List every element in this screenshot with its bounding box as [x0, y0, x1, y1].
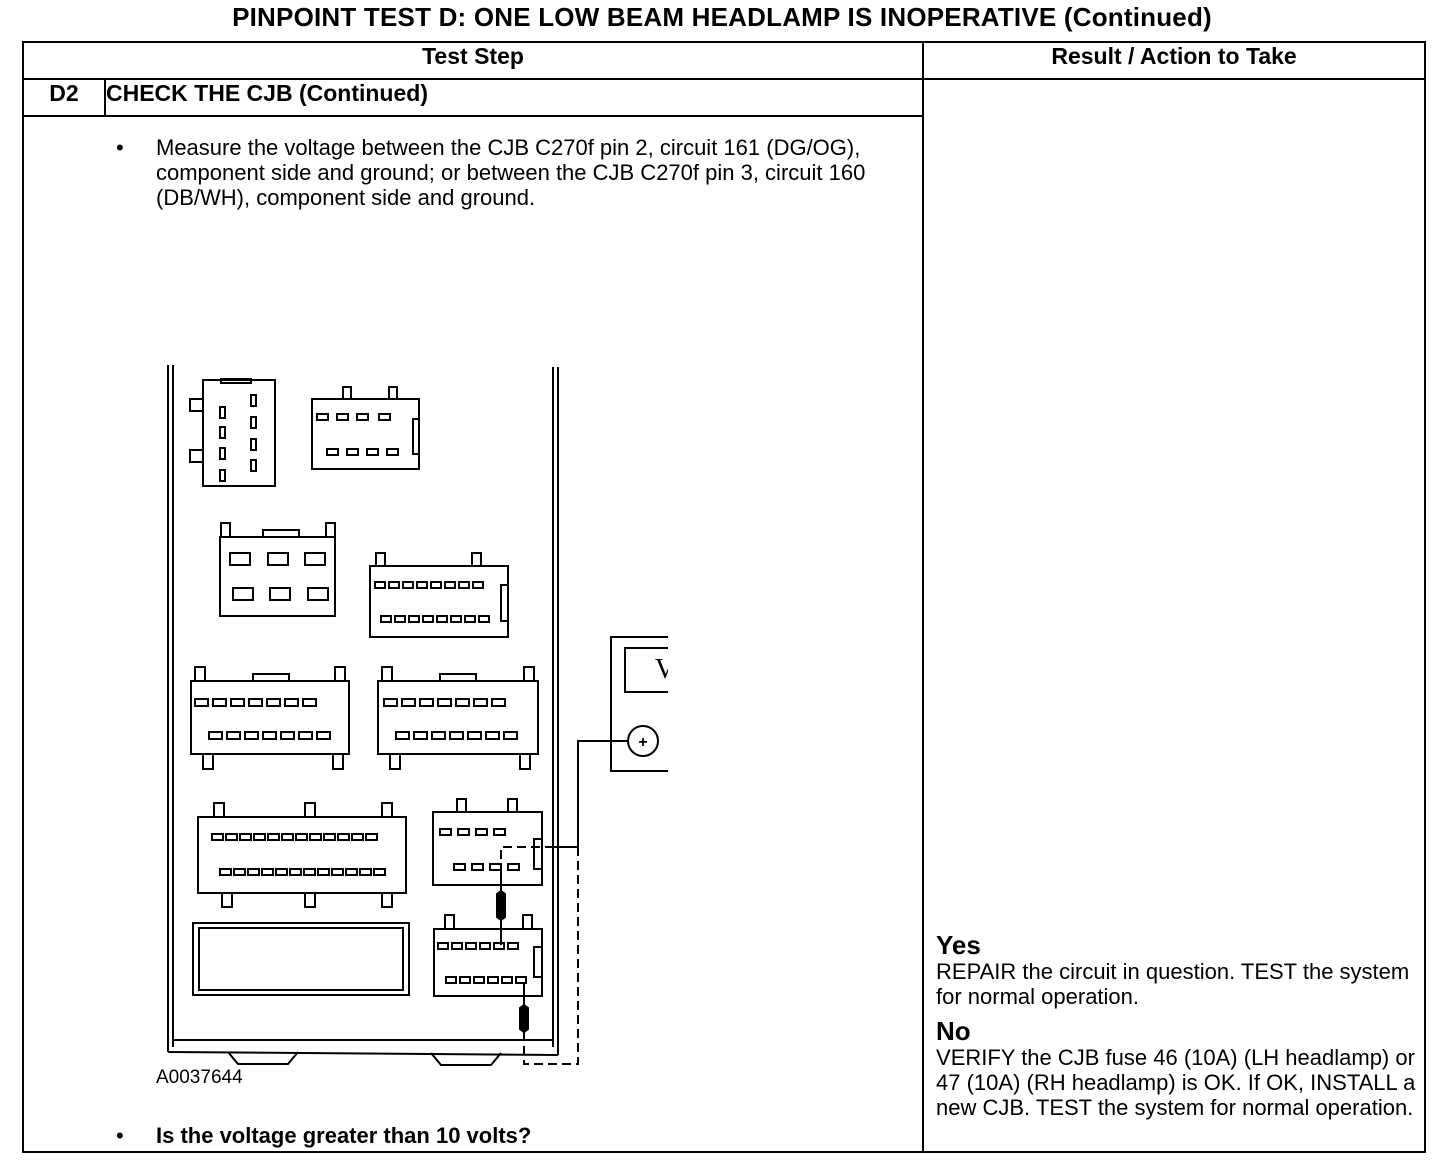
yes-text: REPAIR the circuit in question. TEST the… [936, 959, 1410, 1009]
pinpoint-test-table: Test Step Result / Action to Take D2 CHE… [21, 41, 1427, 1153]
connector [219, 522, 336, 617]
cjb-housing [167, 365, 559, 1066]
header-row: Test Step Result / Action to Take [21, 41, 1427, 80]
connector [369, 552, 509, 638]
result-header: Result / Action to Take [922, 41, 1427, 80]
question-text: Is the voltage greater than 10 volts? [156, 1123, 532, 1148]
yes-result: Yes REPAIR the circuit in question. TEST… [936, 931, 1426, 1009]
cjb-diagram: V + − [167, 365, 668, 1066]
no-label: No [936, 1016, 971, 1046]
bullet-icon: • [116, 135, 124, 160]
connector [190, 666, 350, 770]
result-cell: Yes REPAIR the circuit in question. TEST… [922, 78, 1427, 1153]
test-leads [496, 740, 628, 1037]
connector [189, 378, 276, 487]
connector [311, 386, 420, 470]
page-title: PINPOINT TEST D: ONE LOW BEAM HEADLAMP I… [232, 2, 1212, 32]
test-step-header: Test Step [21, 41, 925, 80]
meter-symbol: V [655, 654, 668, 685]
connector [377, 666, 539, 770]
alternate-lead-path [500, 846, 579, 1065]
module [192, 922, 410, 996]
connector-c270f [433, 914, 543, 997]
figure-id: A0037644 [156, 1067, 243, 1088]
step-title-row: D2 CHECK THE CJB (Continued) Yes REPAIR … [22, 78, 1427, 1153]
connector [197, 802, 407, 908]
step-name: CHECK THE CJB (Continued) [103, 78, 925, 117]
step-body: • Measure the voltage between the CJB C2… [21, 115, 925, 1153]
instruction-text: Measure the voltage between the CJB C270… [156, 135, 866, 210]
step-id: D2 [22, 78, 106, 117]
plus-terminal-label: + [638, 734, 647, 751]
yes-label: Yes [936, 930, 981, 960]
no-text: VERIFY the CJB fuse 46 (10A) (LH headlam… [936, 1045, 1416, 1120]
bullet-icon: • [116, 1123, 124, 1148]
connector [432, 798, 543, 886]
step-body-row: • Measure the voltage between the CJB C2… [21, 115, 1425, 1153]
no-result: No VERIFY the CJB fuse 46 (10A) (LH head… [936, 1017, 1426, 1120]
